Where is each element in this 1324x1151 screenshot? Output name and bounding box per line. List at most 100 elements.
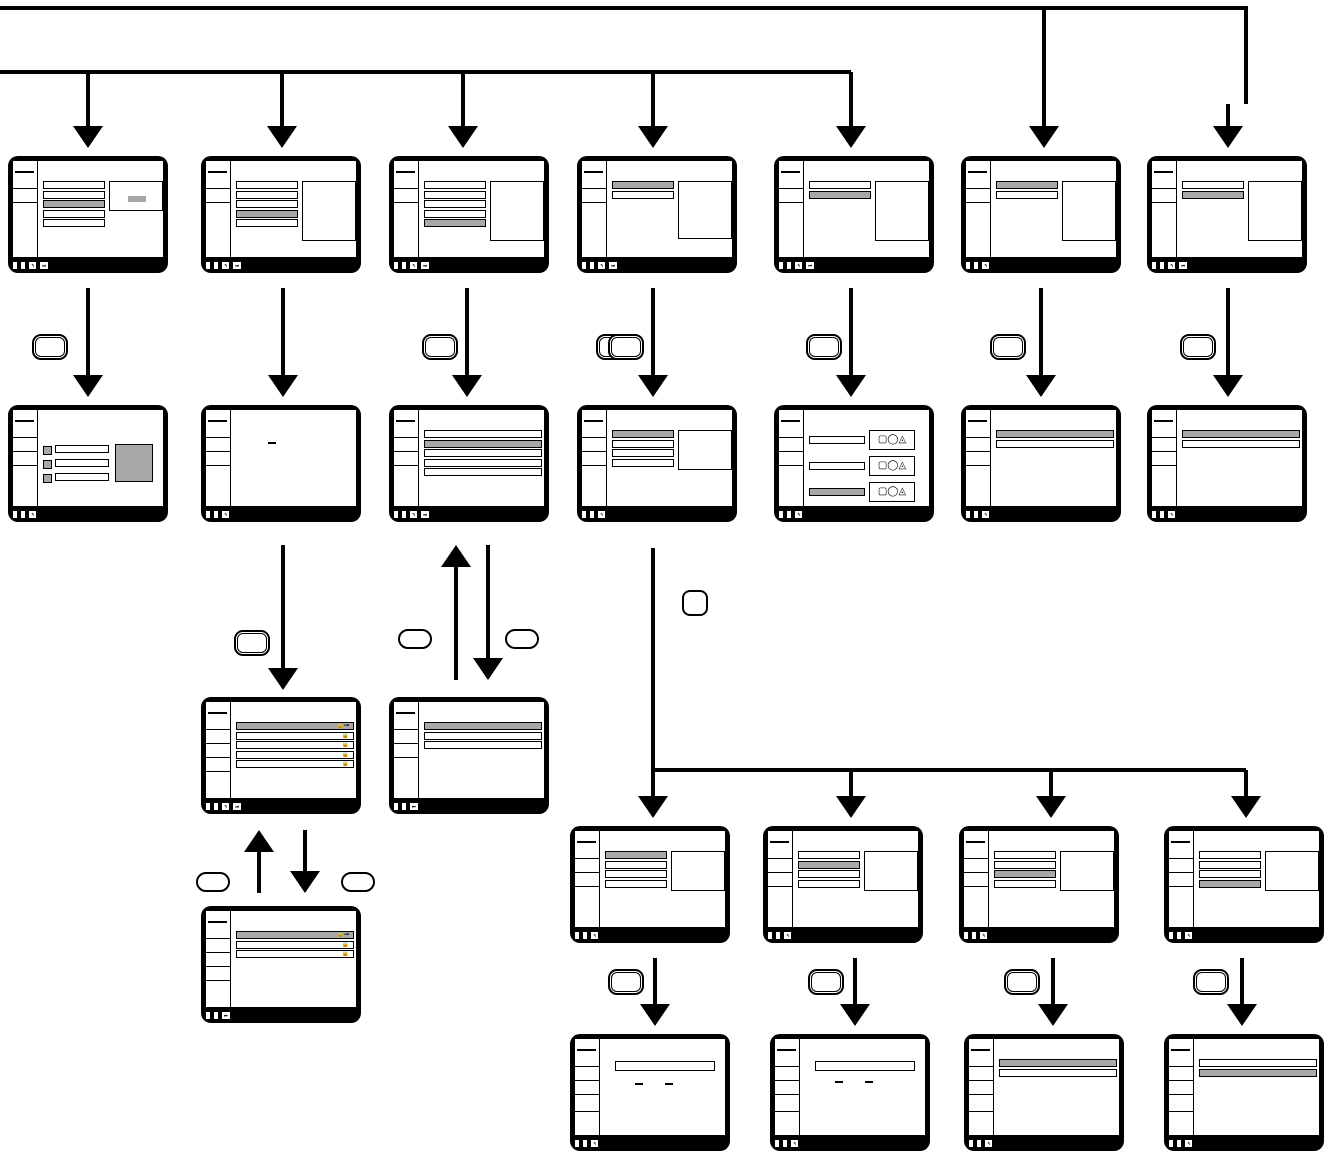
arrow-head	[1213, 126, 1243, 148]
enter-button[interactable]	[608, 969, 644, 995]
menu-item[interactable]	[996, 430, 1114, 438]
menu-item[interactable]	[1182, 181, 1244, 189]
menu-item[interactable]	[612, 190, 674, 199]
prev-track-button[interactable]	[196, 872, 230, 892]
menu-item[interactable]	[43, 200, 105, 208]
menu-item[interactable]	[612, 458, 674, 467]
aspect-item[interactable]	[809, 462, 865, 470]
level-item[interactable]: 🔒	[236, 760, 354, 768]
next-track-button[interactable]	[341, 872, 375, 892]
level-item[interactable]: 🔒⊸	[236, 931, 354, 939]
next-track-button[interactable]	[505, 629, 539, 649]
menu-item[interactable]	[236, 190, 298, 199]
menu-item[interactable]	[236, 200, 298, 208]
level-item[interactable]: 🔒⊸	[236, 722, 354, 730]
level-item[interactable]: 🔒	[236, 750, 354, 759]
menu-item[interactable]	[996, 181, 1058, 189]
level-item[interactable]: 🔒	[236, 741, 354, 749]
menu-item[interactable]	[236, 219, 298, 227]
color-checkbox[interactable]	[43, 474, 52, 483]
menu-item[interactable]	[994, 879, 1056, 888]
menu-item[interactable]	[605, 860, 667, 869]
menu-item[interactable]	[798, 851, 860, 859]
menu-item[interactable]	[1182, 430, 1300, 438]
soft-menu-item[interactable]	[424, 741, 542, 749]
arrow-head	[836, 126, 866, 148]
menu-item[interactable]	[999, 1068, 1117, 1077]
menu-item[interactable]	[43, 181, 105, 189]
menu-item[interactable]	[798, 860, 860, 869]
menu-item[interactable]	[809, 181, 871, 189]
soft-menu-item[interactable]	[424, 468, 542, 476]
enter-button[interactable]	[990, 334, 1026, 360]
enter-button[interactable]	[608, 334, 644, 360]
menu-item[interactable]	[994, 870, 1056, 878]
soft-menu-item[interactable]	[424, 722, 542, 730]
menu-item[interactable]	[605, 879, 667, 888]
menu-item[interactable]	[612, 439, 674, 448]
menu-item[interactable]	[996, 190, 1058, 199]
prev-track-button[interactable]	[398, 629, 432, 649]
enter-button[interactable]	[234, 630, 270, 656]
menu-item[interactable]	[999, 1059, 1117, 1067]
level-item[interactable]: 🔒	[236, 940, 354, 949]
aspect-item[interactable]	[809, 436, 865, 444]
code-field[interactable]	[268, 442, 276, 444]
menu-item[interactable]	[994, 851, 1056, 859]
menu-item[interactable]	[236, 181, 298, 189]
language-selector[interactable]	[615, 1061, 715, 1071]
menu-item[interactable]	[424, 181, 486, 189]
menu-item[interactable]	[809, 190, 871, 199]
menu-item[interactable]	[424, 219, 486, 227]
menu-item[interactable]	[605, 870, 667, 878]
menu-item[interactable]	[1199, 1059, 1317, 1067]
menu-item[interactable]	[236, 209, 298, 218]
menu-item[interactable]	[43, 219, 105, 227]
soft-menu-item[interactable]	[424, 430, 542, 438]
logo-line	[968, 420, 987, 422]
soft-menu-item[interactable]	[424, 439, 542, 448]
menu-item[interactable]	[1199, 879, 1261, 888]
enter-button[interactable]	[1180, 334, 1216, 360]
menu-item[interactable]	[1199, 1068, 1317, 1077]
menu-item[interactable]	[1199, 851, 1261, 859]
enter-button[interactable]	[1193, 969, 1229, 995]
menu-item[interactable]	[612, 430, 674, 438]
menu-item[interactable]	[1199, 860, 1261, 869]
down-button[interactable]	[682, 590, 708, 616]
language-selector[interactable]	[815, 1061, 915, 1071]
soft-menu-item[interactable]	[424, 731, 542, 740]
color-slider[interactable]	[55, 459, 109, 467]
menu-item[interactable]	[996, 439, 1114, 448]
menu-item[interactable]	[605, 851, 667, 859]
color-slider[interactable]	[55, 445, 109, 453]
menu-item[interactable]	[994, 860, 1056, 869]
enter-button[interactable]	[808, 969, 844, 995]
menu-item[interactable]	[798, 870, 860, 878]
menu-item[interactable]	[43, 190, 105, 199]
enter-button[interactable]	[806, 334, 842, 360]
menu-item[interactable]	[798, 879, 860, 888]
menu-item[interactable]	[1182, 439, 1300, 448]
menu-item[interactable]	[424, 190, 486, 199]
enter-button[interactable]	[1004, 969, 1040, 995]
soft-menu-item[interactable]	[424, 449, 542, 457]
enter-button[interactable]	[422, 334, 458, 360]
aspect-item[interactable]	[809, 488, 865, 496]
enter-button[interactable]	[32, 334, 68, 360]
menu-item[interactable]	[612, 449, 674, 457]
menu-item[interactable]	[1182, 190, 1244, 199]
tab-language_setup	[575, 1095, 599, 1112]
soft-menu-item[interactable]	[424, 458, 542, 467]
menu-item[interactable]	[424, 209, 486, 218]
level-item[interactable]: 🔒	[236, 731, 354, 740]
color-slider[interactable]	[55, 473, 109, 481]
level-item[interactable]: 🔒	[236, 950, 354, 958]
color-checkbox[interactable]	[43, 460, 52, 469]
arrow-head	[448, 126, 478, 148]
menu-item[interactable]	[1199, 870, 1261, 878]
menu-item[interactable]	[424, 200, 486, 208]
menu-item[interactable]	[43, 209, 105, 218]
menu-item[interactable]	[612, 181, 674, 189]
color-checkbox[interactable]	[43, 446, 52, 455]
